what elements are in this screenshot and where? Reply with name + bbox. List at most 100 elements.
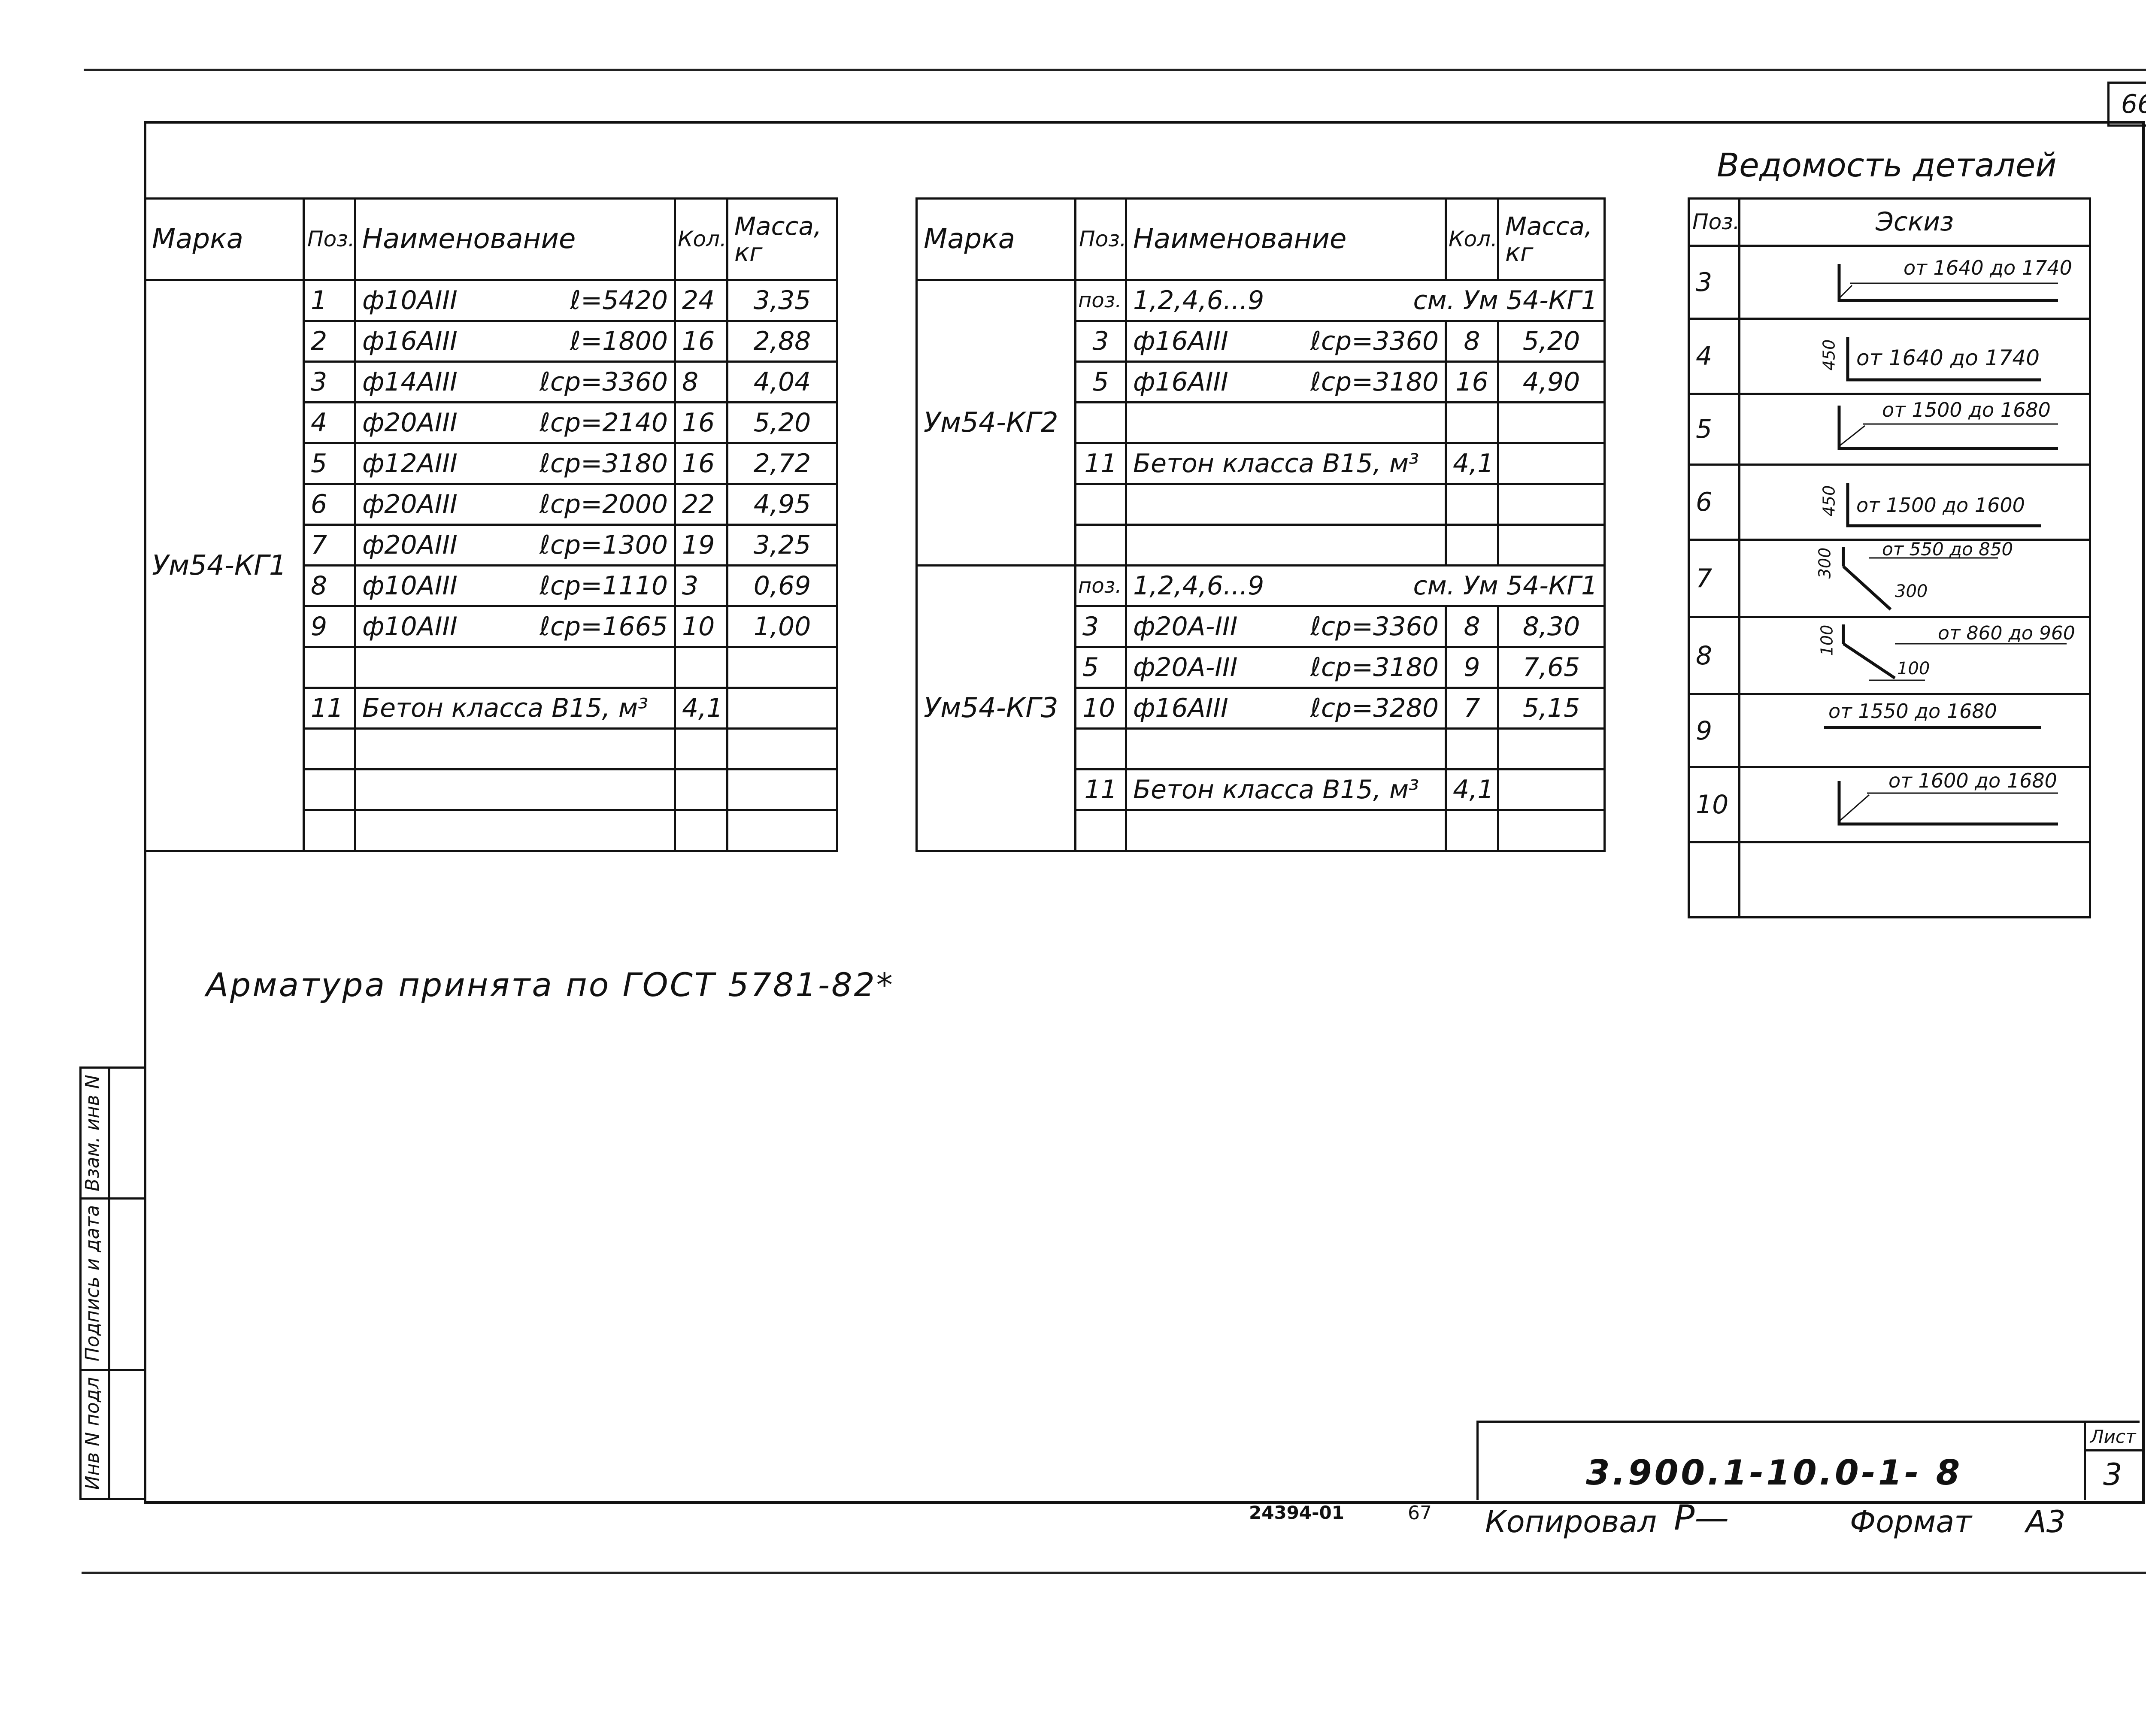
pos-cell: 10 [1074, 687, 1127, 730]
header-mark: Марка [915, 197, 1076, 281]
angled-bar-sketch-icon [1842, 624, 2067, 681]
l-bar-sketch-icon [1846, 483, 2041, 527]
qty-cell: 16 [674, 401, 728, 444]
side-stamp-divider [82, 1369, 144, 1371]
qty-cell [1445, 727, 1499, 770]
sheet-cell: Лист 3 [2084, 1423, 2142, 1500]
side-stamp: Инв N подл Подпись и дата Взам. инв N [79, 1066, 144, 1500]
qty-cell [674, 768, 728, 811]
sketch-side-label: 100 [1817, 624, 1837, 656]
mass-cell: 2,88 [726, 320, 838, 363]
qty-cell [1445, 524, 1499, 567]
header-pos: Поз. [1688, 197, 1740, 247]
pos-cell [303, 646, 356, 689]
bar-name: ф20А-III [1133, 652, 1238, 682]
pos-cell: поз. [1074, 564, 1127, 607]
pos-cell: 11 [1074, 768, 1127, 811]
table-row: 4 450 от 1640 до 1740 [1688, 318, 2091, 395]
header-name: Наименование [1125, 197, 1447, 281]
bar-name: ф20АIII [362, 489, 458, 519]
pos-cell: 9 [1688, 693, 1740, 768]
bar-length: ℓср=2000 [540, 489, 668, 519]
table-row: 11 Бетон класса В15, м³ 4,1 [917, 442, 1606, 485]
sheet-label: Лист [2090, 1426, 2136, 1447]
table-row [1688, 841, 2091, 918]
straight-bar-sketch-icon [1824, 726, 2041, 729]
mass-cell: 3,35 [726, 279, 838, 322]
title-block: 3.900.1-10.0-1- 8 Лист 3 [1476, 1421, 2142, 1500]
ref-items: 1,2,4,6...9 [1133, 571, 1264, 601]
table-row [145, 768, 838, 811]
bar-length: ℓср=2140 [540, 408, 668, 438]
bar-length: ℓср=3360 [540, 367, 668, 397]
sketch-length-label: от 550 до 850 [1882, 539, 2013, 560]
header-mark: Марка [144, 197, 305, 281]
mass-cell [1497, 524, 1606, 567]
qty-cell: 24 [674, 279, 728, 322]
side-stamp-divider [82, 1197, 144, 1200]
table-row: 3 от 1640 до 1740 [1688, 245, 2091, 320]
sketch-diag-label: 300 [1895, 582, 1928, 601]
mass-cell [726, 687, 838, 730]
bar-length: ℓср=3180 [1310, 652, 1439, 682]
pos-cell: 10 [1688, 766, 1740, 843]
table-row: 5 от 1500 до 1680 [1688, 393, 2091, 466]
mass-cell: 0,69 [726, 564, 838, 607]
qty-cell: 4,1 [1445, 442, 1499, 485]
qty-cell [1445, 483, 1499, 526]
mass-cell [1497, 401, 1606, 444]
table-row: 7 300 от 550 до 850 300 [1688, 539, 2091, 618]
pos-cell [1074, 524, 1127, 567]
format-label: Формат [1850, 1504, 1972, 1539]
pos-cell [303, 768, 356, 811]
bottom-border-line [82, 1572, 2146, 1574]
table-row [917, 483, 1606, 526]
bar-name: ф16АIII [1133, 326, 1228, 356]
qty-cell: 22 [674, 483, 728, 526]
bar-name: ф20А-III [1133, 612, 1238, 642]
sketch-length-label: от 1640 до 1740 [1904, 256, 2072, 279]
mass-cell [726, 646, 838, 689]
name-cell: Бетон класса В15, м³ [354, 687, 676, 730]
pos-cell: 2 [303, 320, 356, 363]
name-cell [1125, 727, 1447, 770]
mass-cell [1497, 768, 1606, 811]
bar-length: ℓср=1300 [540, 530, 668, 560]
bar-name: ф20АIII [362, 530, 458, 560]
qty-cell: 4,1 [1445, 768, 1499, 811]
sketch-cell [1738, 841, 2091, 918]
pos-cell: 3 [1074, 320, 1127, 363]
table-header-row: Марка Поз. Наименование Кол. Масса, кг [144, 197, 838, 281]
table-row: 11 Бетон класса В15, м³ 4,1 [145, 687, 838, 730]
sketch-cell: 450 от 1500 до 1600 [1738, 464, 2091, 541]
qty-cell: 4,1 [674, 687, 728, 730]
sketch-side-label: 300 [1815, 547, 1834, 579]
mass-cell: 8,30 [1497, 605, 1606, 648]
pos-cell [1074, 483, 1127, 526]
bar-length: ℓср=3280 [1310, 693, 1439, 723]
copied-label: Копировал [1485, 1504, 1657, 1539]
header-sketch: Эскиз [1738, 197, 2091, 247]
bar-name: ф14АIII [362, 367, 458, 397]
mass-cell [1497, 442, 1606, 485]
pos-cell: 5 [1688, 393, 1740, 466]
spec-table-um54-kg2-kg3: Марка Поз. Наименование Кол. Масса, кг У… [915, 197, 1606, 852]
bar-length: ℓср=3180 [1310, 367, 1439, 397]
qty-cell [1445, 401, 1499, 444]
pos-cell [303, 809, 356, 852]
format-value: А3 [2026, 1504, 2066, 1539]
pos-cell [1074, 809, 1127, 852]
pos-cell: поз. [1074, 279, 1127, 322]
name-cell [1125, 809, 1447, 852]
table-row: 9 от 1550 до 1680 [1688, 693, 2091, 768]
sketch-length-label: от 1600 до 1680 [1888, 769, 2057, 793]
